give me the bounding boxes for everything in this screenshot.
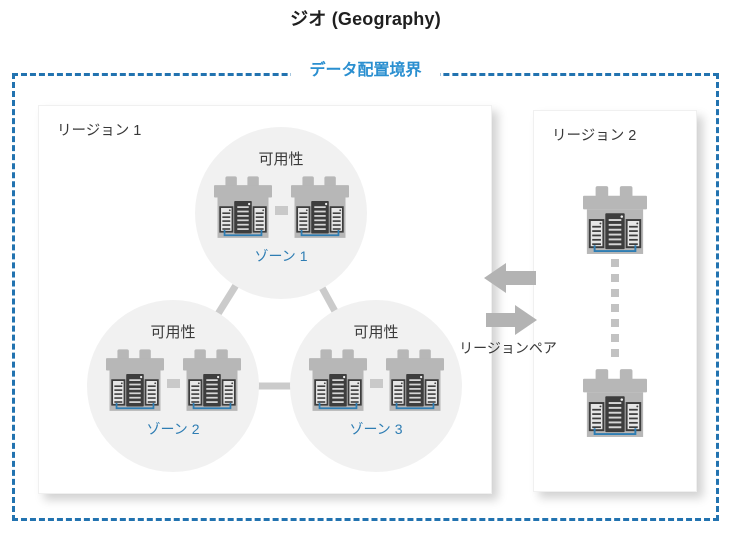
availability-zone-3: 可用性 ゾーン 3: [290, 300, 462, 472]
datacenter-icon: [309, 349, 367, 413]
zone-3-label: ゾーン 3: [349, 421, 403, 437]
availability-label: 可用性: [353, 324, 399, 341]
link-dash-icon: [369, 379, 383, 388]
datacenter-icon: [386, 349, 444, 413]
availability-zone-2: 可用性 ゾーン 2: [87, 300, 259, 472]
availability-label: 可用性: [150, 324, 196, 341]
datacenter-icon: [583, 186, 647, 256]
availability-label: 可用性: [258, 151, 304, 168]
datacenter-pair: [309, 349, 444, 413]
datacenter-icon: [214, 176, 272, 240]
datacenter-pair: [214, 176, 349, 240]
page-title: ジオ (Geography): [290, 9, 441, 29]
region-1-label: リージョン 1: [57, 123, 142, 139]
link-dash-icon: [274, 206, 288, 215]
region-pair-label: リージョンペア: [459, 340, 557, 356]
region-2-card: リージョン 2: [533, 110, 697, 492]
region-pair-arrows: [484, 263, 537, 335]
region-2-label: リージョン 2: [552, 128, 637, 144]
zone-1-label: ゾーン 1: [254, 248, 308, 264]
availability-zone-1: 可用性 ゾーン 1: [195, 127, 367, 299]
datacenter-icon: [183, 349, 241, 413]
datacenter-icon: [583, 369, 647, 439]
datacenter-pair: [106, 349, 241, 413]
dotted-link-icon: [611, 259, 619, 363]
arrow-left-icon: [484, 263, 536, 293]
arrow-right-icon: [486, 305, 537, 335]
datacenter-icon: [291, 176, 349, 240]
link-dash-icon: [166, 379, 180, 388]
zone-2-label: ゾーン 2: [146, 421, 200, 437]
datacenter-icon: [106, 349, 164, 413]
region-1-card: リージョン 1 可用性 ゾーン 1 可用性 ゾーン 2 可用性 ゾーン 3: [38, 105, 492, 494]
